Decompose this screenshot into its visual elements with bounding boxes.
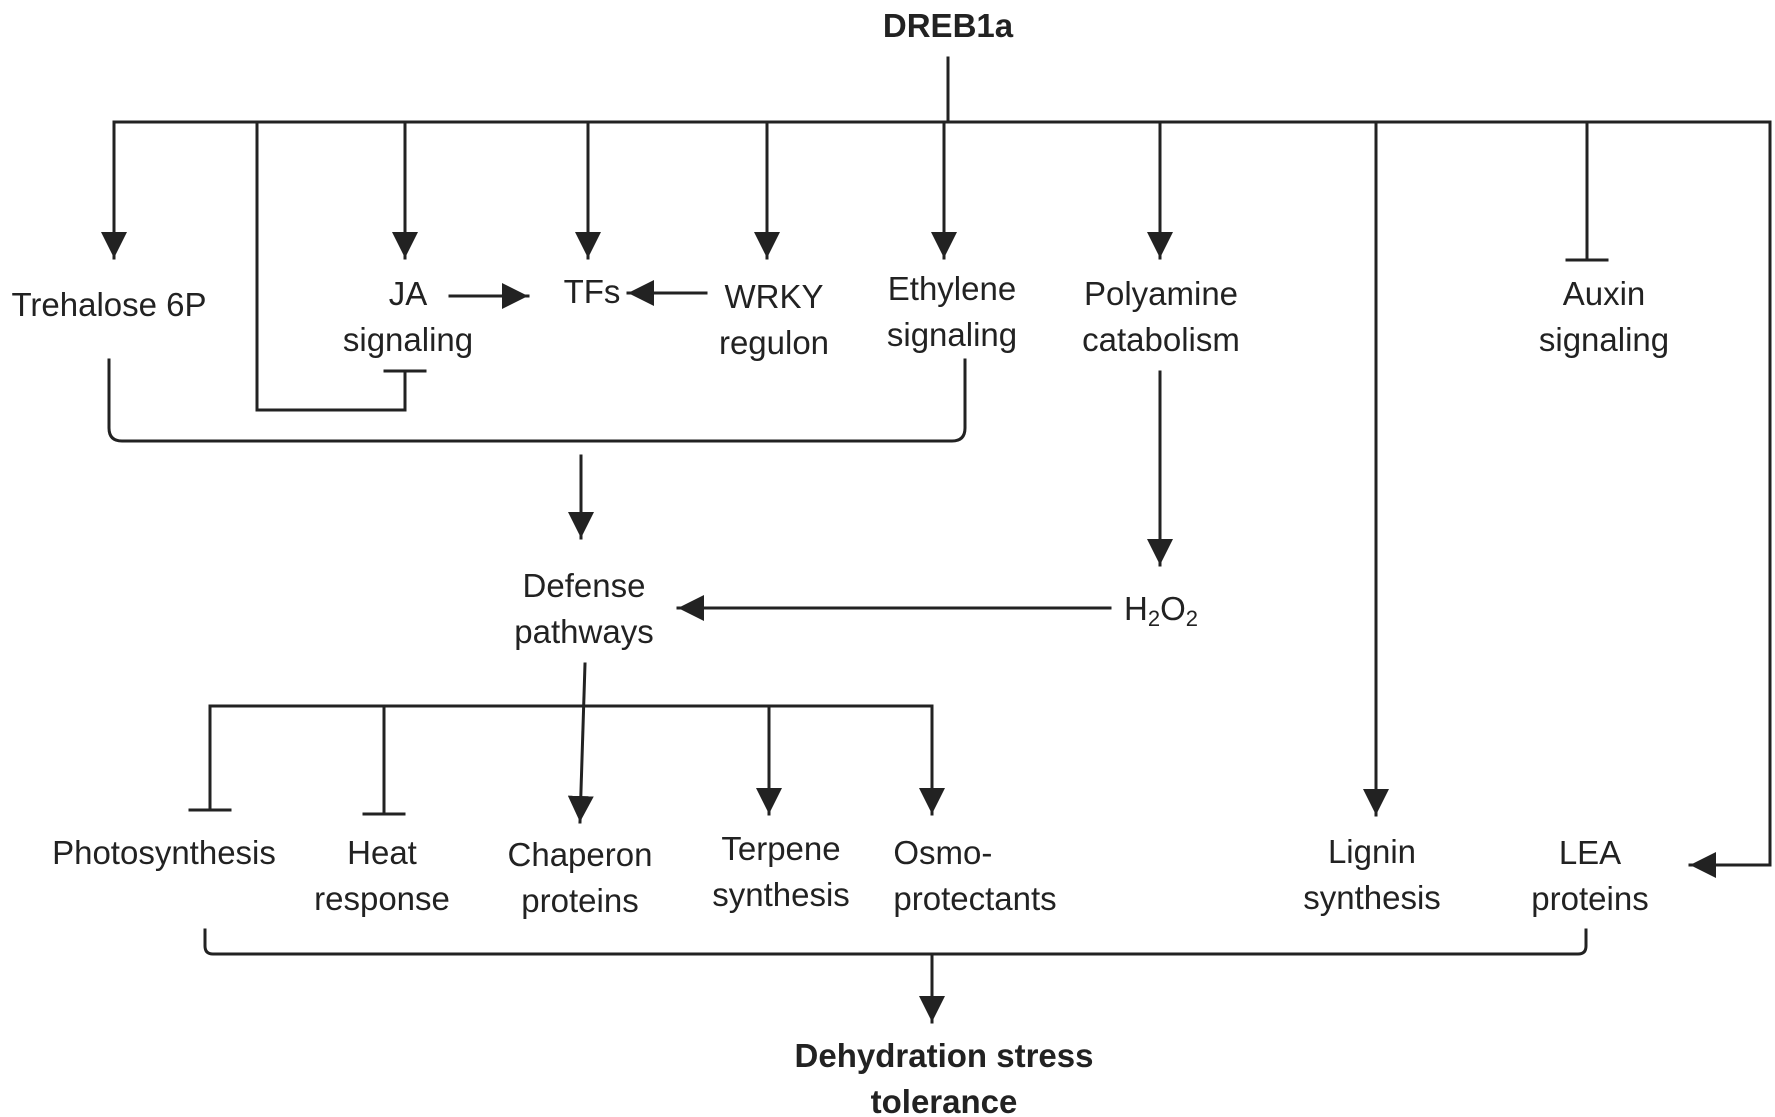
node-heat-line2: response [314,880,450,917]
node-osmo-line2: protectants [893,880,1057,917]
node-trehalose-label: Trehalose 6P [11,286,207,323]
node-lea-line1: LEA [1558,834,1622,871]
node-outcome-line1: Dehydration stress [794,1037,1094,1074]
outcome-group-bracket [203,928,1588,956]
node-lignin-synthesis: Lignin synthesis [1303,829,1441,921]
node-chaperon-line2: proteins [521,882,639,919]
node-auxin-line1: Auxin [1562,275,1646,312]
node-heat-response: Heat response [314,830,450,922]
inhibit-to-ja [255,120,407,412]
defense-stem [567,662,594,824]
node-tfs: TFs [564,269,621,315]
node-wrky-line1: WRKY [724,278,824,315]
node-ethylene-line2: signaling [886,316,1018,353]
node-lignin-line1: Lignin [1327,833,1417,870]
node-defense-pathways: Defense pathways [514,563,653,655]
node-trehalose: Trehalose 6P [11,282,206,328]
node-ja-line2: signaling [342,321,474,358]
node-terpene-line1: Terpene [721,830,841,867]
node-lignin-line2: synthesis [1303,879,1441,916]
node-photosynthesis-label: Photosynthesis [52,834,276,871]
node-dreb1a-label: DREB1a [882,7,1014,44]
node-lea-proteins: LEA proteins [1531,830,1648,922]
node-polyamine-line1: Polyamine [1083,275,1239,312]
node-chaperon-proteins: Chaperon proteins [508,832,653,924]
arrow-to-lea [1688,120,1772,878]
node-terpene-synthesis: Terpene synthesis [712,826,850,918]
node-outcome-line2: tolerance [870,1083,1018,1117]
node-polyamine-catabolism: Polyamine catabolism [1082,271,1240,363]
node-chaperon-line1: Chaperon [507,836,653,873]
node-terpene-line2: synthesis [712,876,850,913]
node-osmoprotectants: Osmo- protectants [893,830,1056,922]
node-polyamine-line2: catabolism [1082,321,1240,358]
node-dehydration-stress-tolerance: Dehydration stress tolerance [795,1033,1094,1117]
node-osmo-line1: Osmo- [893,834,993,871]
node-auxin-signaling: Auxin signaling [1539,271,1669,363]
node-ja-line1: JA [388,275,428,312]
node-photosynthesis: Photosynthesis [52,830,276,876]
node-defense-line1: Defense [522,567,646,604]
node-h2o2-label: H2O2 [1123,590,1199,631]
node-defense-line2: pathways [514,613,654,650]
node-lea-line2: proteins [1531,880,1649,917]
node-ethylene-signaling: Ethylene signaling [887,266,1017,358]
node-h2o2: H2O2 [1124,586,1198,632]
node-wrky-line2: regulon [718,324,830,361]
node-auxin-line2: signaling [1538,321,1670,358]
node-ja-signaling: JA signaling [343,271,473,363]
node-heat-line1: Heat [347,834,417,871]
defense-group-bracket [107,358,967,443]
node-wrky-regulon: WRKY regulon [719,274,829,366]
node-dreb1a: DREB1a [883,3,1013,49]
node-ethylene-line1: Ethylene [887,270,1017,307]
node-tfs-label: TFs [563,273,621,310]
